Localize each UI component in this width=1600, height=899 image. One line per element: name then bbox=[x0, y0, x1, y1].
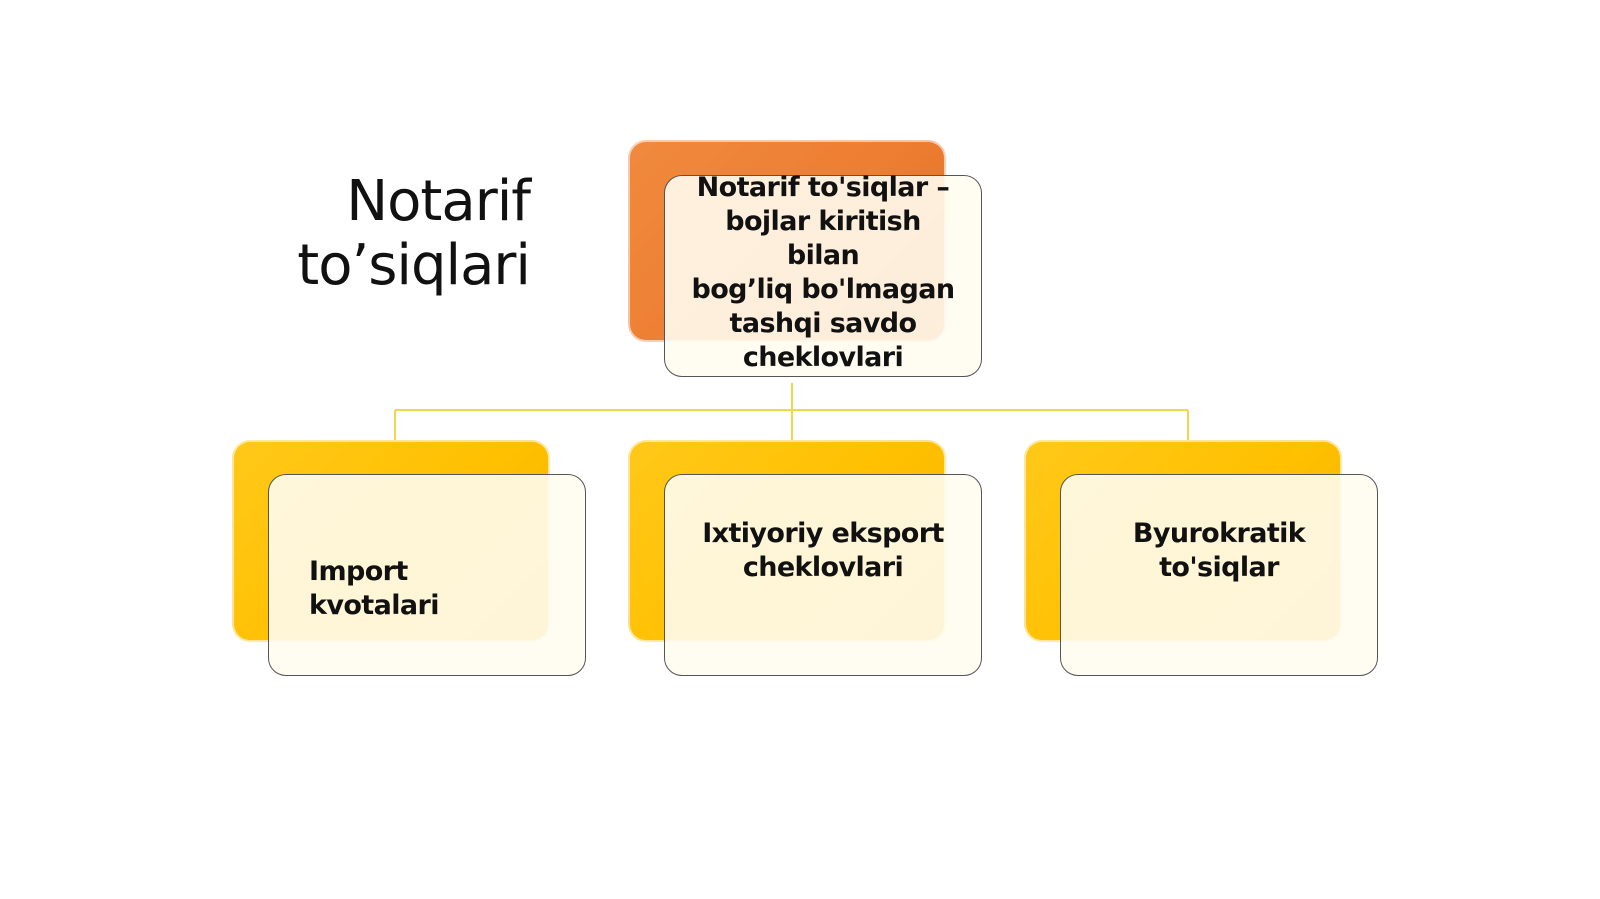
child-2-line-1: Ixtiyoriy eksport bbox=[702, 518, 944, 549]
child-2-text: Ixtiyoriy eksport cheklovlari bbox=[702, 517, 944, 585]
root-line-4: tashqi savdo bbox=[729, 308, 918, 339]
root-node: Notarif to'siqlar – bojlar kiritish bila… bbox=[664, 172, 982, 377]
slide-title: Notarif to’siqlari bbox=[290, 169, 531, 298]
child-3-text: Byurokratik to'siqlar bbox=[1132, 517, 1306, 585]
root-line-2: bojlar kiritish bilan bbox=[725, 206, 921, 271]
root-node-text: Notarif to'siqlar – bojlar kiritish bila… bbox=[687, 171, 959, 375]
child-node-bureaucratic: Byurokratik to'siqlar bbox=[1060, 474, 1378, 676]
slide-title-line-2: to’siqlari bbox=[297, 233, 531, 298]
root-line-5: cheklovlari bbox=[742, 342, 904, 373]
child-node-voluntary-export: Ixtiyoriy eksport cheklovlari bbox=[664, 474, 982, 676]
root-line-1: Notarif to'siqlar – bbox=[696, 172, 950, 203]
child-node-import-quotas: Import kvotalari bbox=[268, 474, 586, 676]
child-2-line-2: cheklovlari bbox=[742, 552, 904, 583]
slide-title-line-1: Notarif bbox=[346, 169, 531, 234]
root-line-3: bog’liq bo'lmagan bbox=[691, 274, 955, 305]
child-1-text: Import kvotalari bbox=[309, 555, 439, 623]
child-1-line-2: kvotalari bbox=[309, 590, 439, 621]
child-3-line-1: Byurokratik bbox=[1132, 518, 1306, 549]
child-1-line-1: Import bbox=[309, 556, 408, 587]
child-3-line-2: to'siqlar bbox=[1159, 552, 1279, 583]
